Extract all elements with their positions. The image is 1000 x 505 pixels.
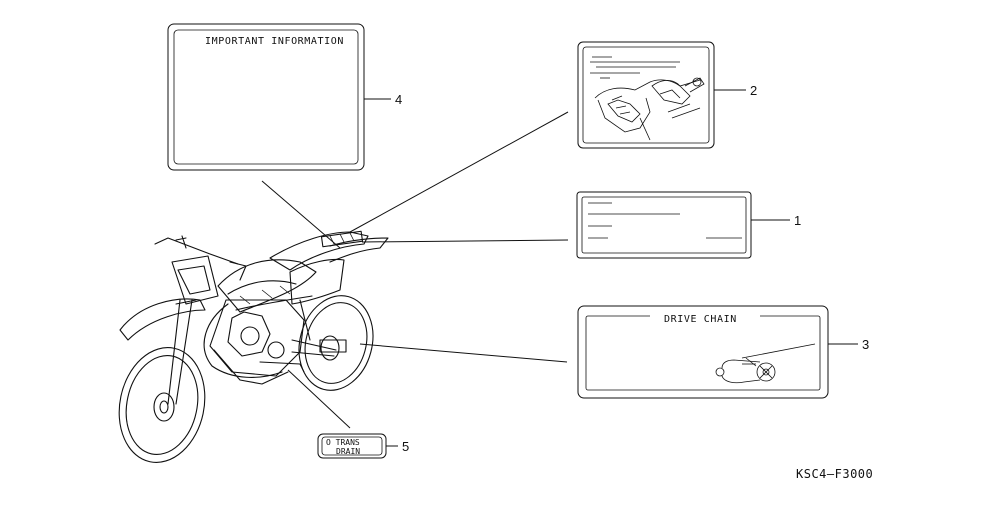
diagram-code: KSC4—F3000 [796,467,873,481]
pointer-line-5 [287,369,351,429]
pointer-line-1 [361,239,569,243]
pointer-line-3 [359,343,568,363]
trans-drain-line2: DRAIN [336,447,360,456]
motorcycle-illustration [118,230,389,463]
warning-decal-label [577,41,715,149]
pointer-line-2 [349,111,569,233]
important-information-title: IMPORTANT INFORMATION [205,36,344,47]
pointer-line-4 [261,180,341,249]
rider-illustration-icon [594,77,705,141]
callout-2: 2 [750,83,757,98]
important-information-label: IMPORTANT INFORMATION [167,23,365,171]
trans-drain-line1: O TRANS [326,438,360,447]
chain-note-line [741,343,816,359]
drive-chain-title: DRIVE CHAIN [664,314,737,325]
chain-sprocket-icon [715,357,776,384]
callout-1: 1 [794,213,801,228]
caution-label [576,191,752,259]
callout-5: 5 [402,439,409,454]
callout-3: 3 [862,337,869,352]
trans-drain-label: O TRANS DRAIN [317,433,387,459]
callout-4: 4 [395,92,402,107]
drive-chain-label: DRIVE CHAIN [577,305,829,399]
